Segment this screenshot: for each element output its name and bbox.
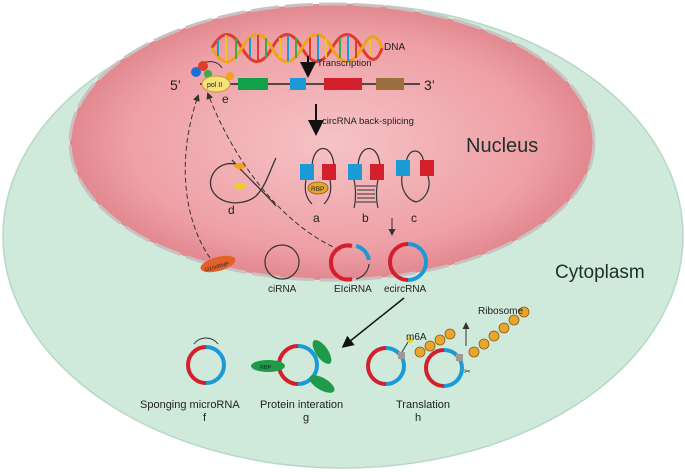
scissors-icon: ✂ <box>464 367 471 376</box>
circ-structure-c <box>396 150 434 203</box>
label-h: h <box>415 412 421 424</box>
backsplicing-label: circRNA back-splicing <box>322 116 414 127</box>
exon-brown <box>376 78 404 90</box>
protein-label: Protein interation <box>260 399 343 411</box>
circ-structure-b <box>348 148 384 209</box>
label-e: e <box>222 92 229 106</box>
sponging-circle <box>186 337 226 385</box>
label-a: a <box>313 211 320 225</box>
translation-circle-2 <box>424 348 464 388</box>
label-d: d <box>228 203 235 217</box>
exon-blue <box>290 78 306 90</box>
sponging-label: Sponging microRNA <box>140 399 240 411</box>
cytoplasm-label: Cytoplasm <box>555 262 645 283</box>
ribosome-chain-2 <box>468 306 530 358</box>
ecircrna-label: ecircRNA <box>384 284 427 295</box>
three-prime-label: 3’ <box>424 77 435 93</box>
protein-interaction <box>251 340 335 393</box>
lariat-d <box>209 157 277 207</box>
pol-ii-complex <box>191 61 234 93</box>
arrow-to-functions <box>341 297 405 348</box>
cirna-circle <box>264 244 300 280</box>
dashed-arrow-eicirna <box>206 92 341 251</box>
ribosome-label: Ribosome <box>478 306 523 317</box>
label-f: f <box>203 412 207 424</box>
ecircrna-circle <box>388 242 428 282</box>
ribosome-chain-1 <box>414 328 456 358</box>
eicirna-label: EIciRNA <box>334 284 372 295</box>
rbp-label-g: RBP <box>260 365 272 371</box>
nucleus-label: Nucleus <box>466 135 538 157</box>
dna-helix <box>210 33 384 63</box>
five-prime-label: 5’ <box>170 77 181 93</box>
rbp-label-a: RBP <box>311 186 324 193</box>
exon-red <box>324 78 362 90</box>
pre-mrna <box>200 78 420 90</box>
exon-green <box>238 78 268 90</box>
u1snrnp-protein <box>200 255 236 273</box>
dna-label: DNA <box>384 42 405 53</box>
nucleus-region <box>68 2 596 282</box>
label-b: b <box>362 211 369 225</box>
dashed-arrow-snrnp <box>184 94 211 259</box>
eicirna-circle <box>328 243 371 282</box>
translation-label: Translation <box>396 399 450 411</box>
cirna-label: ciRNA <box>268 284 297 295</box>
label-c: c <box>411 211 417 225</box>
label-g: g <box>303 412 309 424</box>
translation-circle-1 <box>366 337 413 386</box>
m6a-label: m6A <box>406 332 427 343</box>
circ-structure-a <box>300 148 336 205</box>
pol-ii-label: pol II <box>207 82 222 89</box>
transcription-label: Transcription <box>317 58 372 69</box>
